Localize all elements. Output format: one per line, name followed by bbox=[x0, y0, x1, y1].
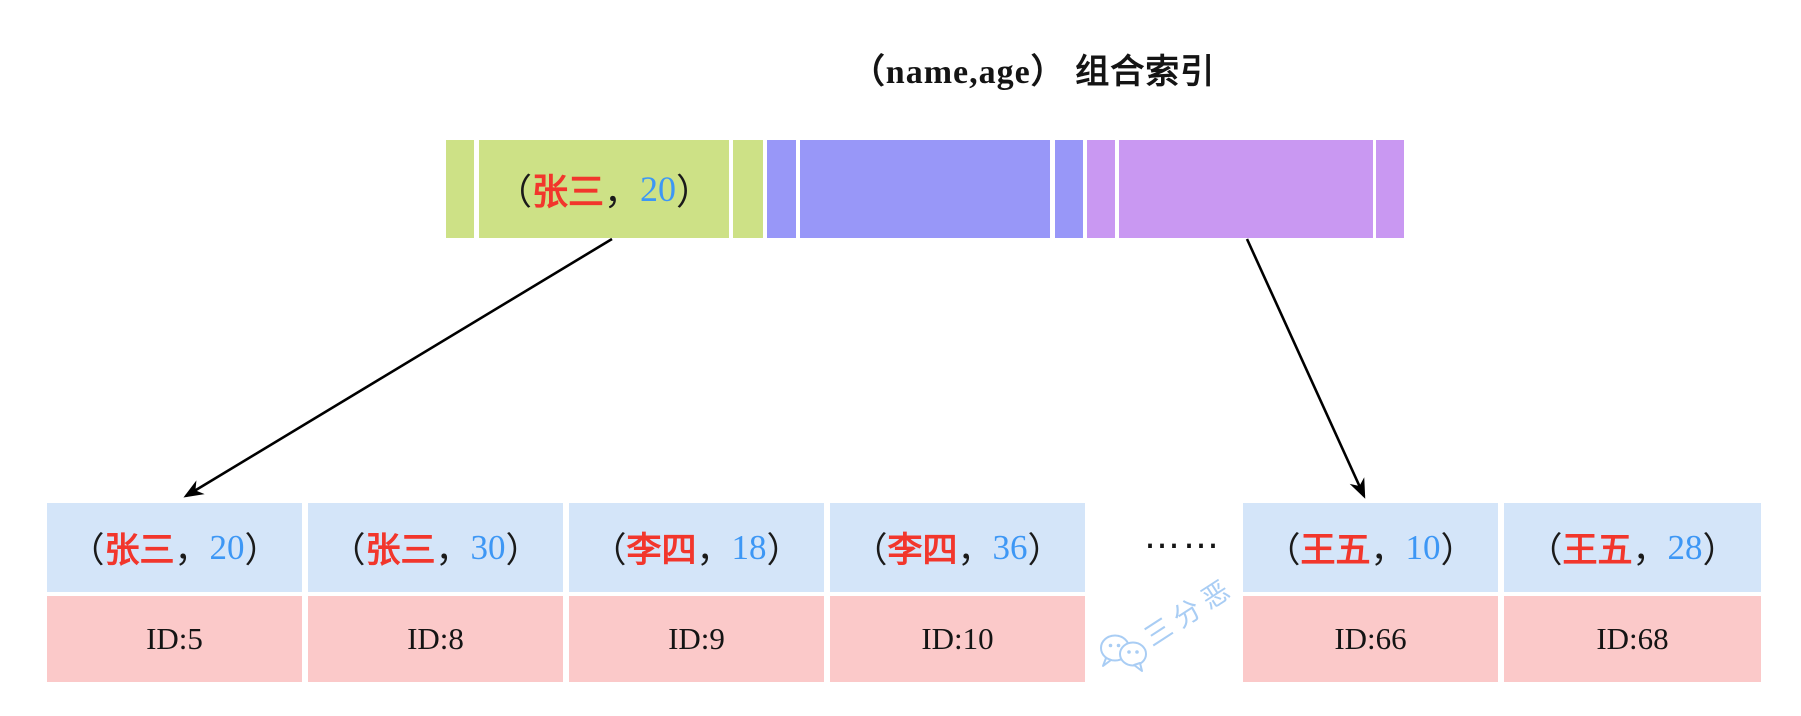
wechat-icon bbox=[1100, 634, 1147, 672]
key-age-text: 30 bbox=[470, 527, 506, 567]
key-age-text: 28 bbox=[1667, 527, 1703, 567]
record-age-text: 20 bbox=[640, 169, 677, 209]
close-paren: ） bbox=[1702, 531, 1738, 570]
leaf-id-cell: ID:8 bbox=[308, 596, 563, 682]
watermark-label: 三分恶 bbox=[1139, 571, 1242, 653]
leaf-id-cell: ID:5 bbox=[47, 596, 302, 682]
close-paren: ） bbox=[676, 172, 713, 212]
comma: ， bbox=[1370, 531, 1406, 570]
key-name-text: 王五 bbox=[1562, 531, 1633, 570]
open-paren: （ bbox=[852, 531, 888, 570]
leaf-key-cell: （王五，28） bbox=[1504, 503, 1761, 592]
open-paren: （ bbox=[1527, 531, 1563, 570]
comma: ， bbox=[957, 531, 993, 570]
open-paren: （ bbox=[69, 531, 105, 570]
key-name-text: 张三 bbox=[104, 531, 175, 570]
ellipsis-gap: …… bbox=[1144, 516, 1222, 557]
index-segment-purple-main bbox=[1119, 140, 1373, 238]
leaf-id-cell: ID:9 bbox=[569, 596, 824, 682]
leaf-key-cell: （张三，30） bbox=[308, 503, 563, 592]
leaf-key-cell: （王五，10） bbox=[1243, 503, 1498, 592]
index-segment-blue-main bbox=[800, 140, 1050, 238]
leaf-key-cell: （李四，36） bbox=[830, 503, 1085, 592]
key-age-text: 20 bbox=[209, 527, 245, 567]
comma: ， bbox=[1632, 531, 1668, 570]
close-paren: ） bbox=[766, 531, 802, 570]
close-paren: ） bbox=[505, 531, 541, 570]
comma: ， bbox=[174, 531, 210, 570]
key-name-text: 王五 bbox=[1300, 531, 1371, 570]
arrow-to-left-leaf bbox=[183, 237, 613, 498]
leaf-id-cell: ID:68 bbox=[1504, 596, 1761, 682]
open-paren: （ bbox=[495, 172, 532, 212]
key-name-text: 李四 bbox=[626, 531, 697, 570]
leaf-id-cell: ID:10 bbox=[830, 596, 1085, 682]
key-name-text: 李四 bbox=[887, 531, 958, 570]
comma: ， bbox=[435, 531, 471, 570]
close-paren: ） bbox=[244, 531, 280, 570]
key-name-text: 张三 bbox=[365, 531, 436, 570]
index-segment-purple-right bbox=[1376, 140, 1404, 238]
record-name-text: 张三 bbox=[531, 172, 604, 212]
index-segment-green-right bbox=[733, 140, 763, 238]
index-segment-blue-left bbox=[767, 140, 796, 238]
comma: ， bbox=[696, 531, 732, 570]
open-paren: （ bbox=[330, 531, 366, 570]
index-record-cell: （张三，20） bbox=[479, 140, 729, 238]
key-age-text: 18 bbox=[731, 527, 767, 567]
leaf-key-cell: （李四，18） bbox=[569, 503, 824, 592]
key-age-text: 10 bbox=[1405, 527, 1441, 567]
close-paren: ） bbox=[1440, 531, 1476, 570]
index-segment-blue-right bbox=[1055, 140, 1083, 238]
arrow-to-right-leaf bbox=[1245, 238, 1366, 499]
index-segment-green-left bbox=[446, 140, 474, 238]
diagram-title: （name,age） 组合索引 bbox=[850, 54, 1216, 91]
key-age-text: 36 bbox=[992, 527, 1028, 567]
close-paren: ） bbox=[1027, 531, 1063, 570]
open-paren: （ bbox=[591, 531, 627, 570]
open-paren: （ bbox=[1265, 531, 1301, 570]
leaf-key-cell: （张三，20） bbox=[47, 503, 302, 592]
leaf-id-cell: ID:66 bbox=[1243, 596, 1498, 682]
comma: ， bbox=[604, 172, 641, 212]
index-segment-purple-left bbox=[1087, 140, 1115, 238]
